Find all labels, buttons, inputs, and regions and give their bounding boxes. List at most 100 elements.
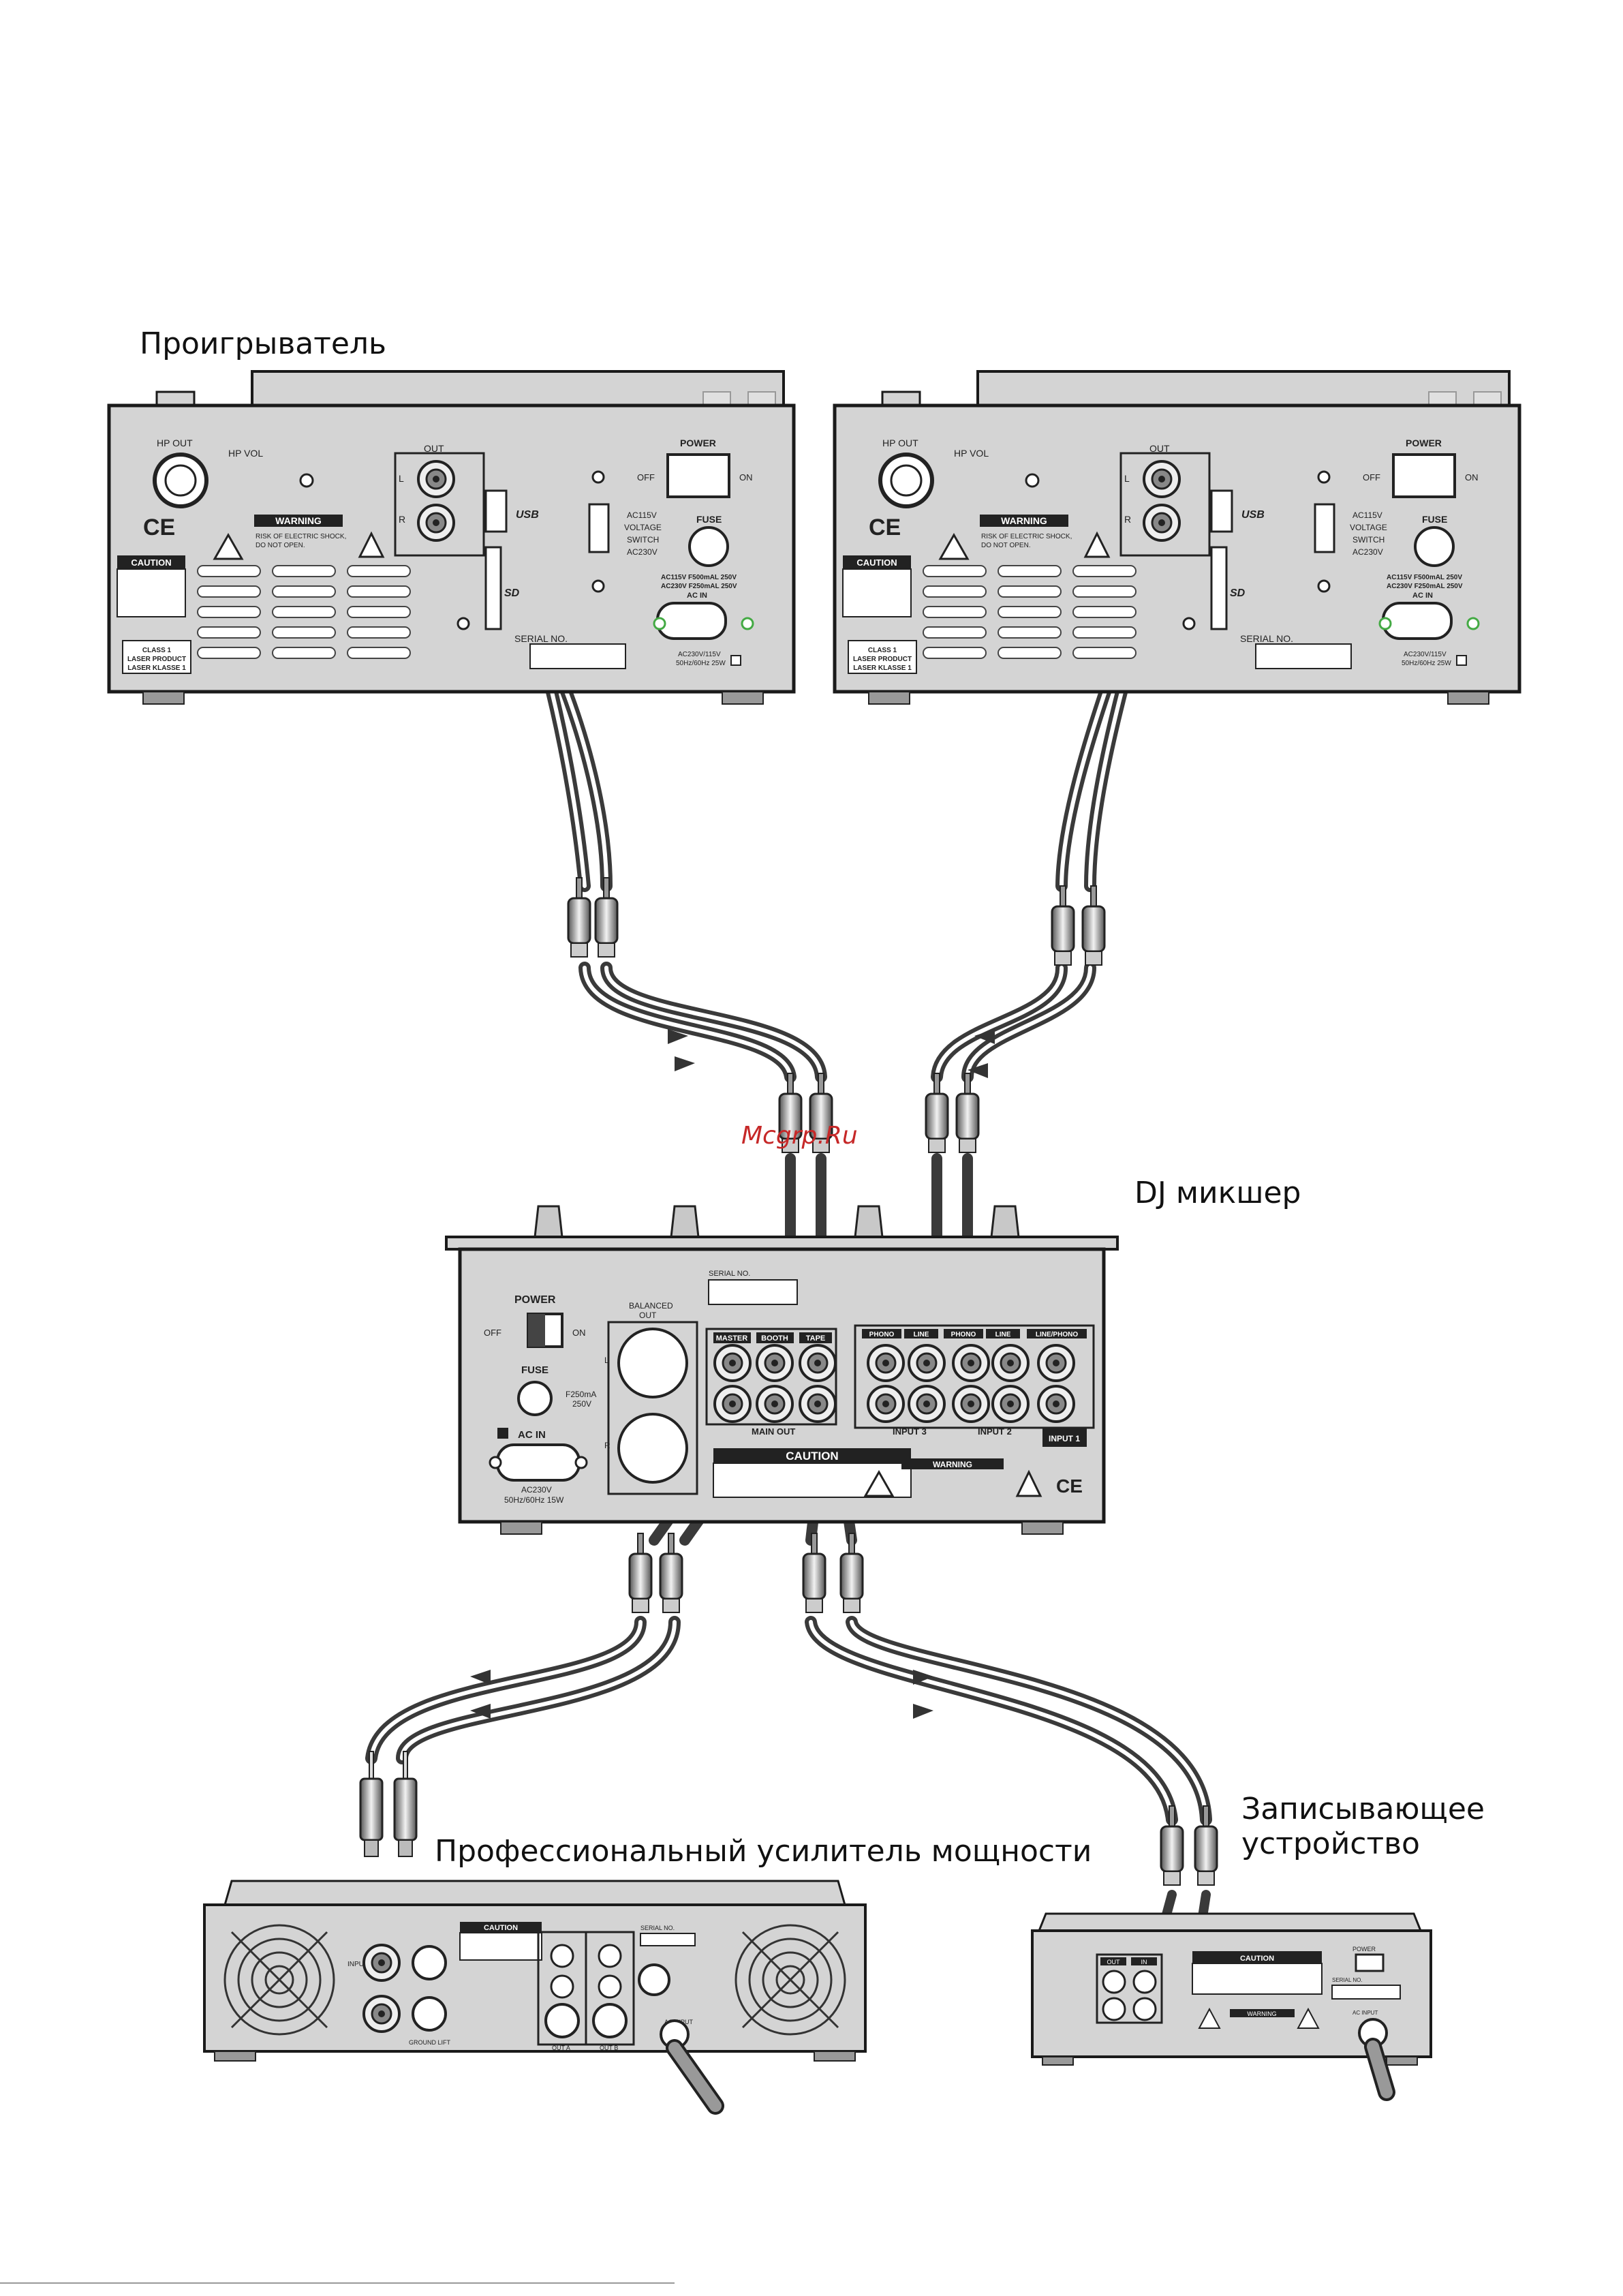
on-label: ON xyxy=(572,1328,586,1338)
power-label: POWER xyxy=(1406,438,1442,448)
r-label: R xyxy=(1124,514,1131,525)
warning-triangle-icon xyxy=(1198,2007,1221,2029)
fuse-spec: AC230V F250mAL 250V xyxy=(1387,583,1463,590)
line-label: LINE xyxy=(995,1331,1011,1338)
l-label: L xyxy=(604,1356,609,1365)
laser-label: LASER PRODUCT xyxy=(853,656,912,663)
ground-label: GROUND LIFT xyxy=(409,2039,451,2046)
flow-arrows xyxy=(470,1029,995,1719)
ac-rating: AC230V xyxy=(521,1485,552,1495)
phono-label: PHONO xyxy=(869,1331,895,1338)
power-switch[interactable] xyxy=(1355,1953,1385,1972)
laser-label: LASER KLASSE 1 xyxy=(853,664,912,672)
serial-label: SERIAL NO. xyxy=(1240,633,1293,644)
shock-triangle-icon xyxy=(358,531,385,558)
arrow-icon xyxy=(470,1670,491,1685)
sd-label: SD xyxy=(504,587,520,599)
laser-label: CLASS 1 xyxy=(868,647,897,654)
off-label: OFF xyxy=(1363,472,1380,483)
laser-label: LASER KLASSE 1 xyxy=(127,664,186,672)
power-label: POWER xyxy=(680,438,716,448)
warning-triangle-icon xyxy=(863,1469,895,1497)
l-label: L xyxy=(399,473,404,484)
voltage-label: AC230V xyxy=(627,547,658,557)
warning-text: RISK OF ELECTRIC SHOCK, xyxy=(256,533,346,540)
input1-label: INPUT 1 xyxy=(1049,1434,1080,1443)
vent-grille xyxy=(197,565,411,659)
l-label: L xyxy=(1124,473,1130,484)
master-label: MASTER xyxy=(716,1334,748,1343)
recorder-caption-line1: Записывающее xyxy=(1241,1792,1485,1826)
caution-label: CAUTION xyxy=(1240,1955,1274,1963)
arrow-icon xyxy=(675,1056,695,1071)
fuse-spec: 250V xyxy=(572,1399,591,1409)
voltage-label: AC230V xyxy=(1352,547,1383,557)
fuse-holder xyxy=(688,526,729,567)
caution-label: CAUTION xyxy=(786,1450,838,1463)
amplifier-caption: Профессиональный усилитель мощности xyxy=(435,1834,1092,1869)
ce-mark: CE xyxy=(1056,1475,1083,1497)
vent-grille xyxy=(923,565,1137,659)
ac-rating: AC230V/115V xyxy=(678,651,721,658)
caution-label: CAUTION xyxy=(856,557,897,568)
balanced-label: OUT xyxy=(639,1311,657,1320)
out-a-label: OUT A xyxy=(552,2045,570,2051)
usb-label: USB xyxy=(1241,509,1265,521)
input3-label: INPUT 3 xyxy=(893,1426,927,1437)
warning-text: RISK OF ELECTRIC SHOCK, xyxy=(981,533,1072,540)
hp-out-label: HP OUT xyxy=(882,438,918,448)
sd-label: SD xyxy=(1230,587,1246,599)
shock-triangle-icon xyxy=(1297,2007,1320,2029)
warning-triangle-icon xyxy=(938,532,970,560)
warning-text: DO NOT OPEN. xyxy=(256,542,305,549)
caution-label: CAUTION xyxy=(131,557,171,568)
r-label: R xyxy=(604,1441,610,1450)
arrow-icon xyxy=(668,1029,688,1044)
off-label: OFF xyxy=(484,1328,501,1338)
power-label: POWER xyxy=(1352,1946,1376,1953)
fuse-label: FUSE xyxy=(1422,514,1447,525)
warning-label: WARNING xyxy=(933,1460,972,1469)
voltage-label: AC115V xyxy=(627,510,657,520)
fuse-spec: AC115V F500mAL 250V xyxy=(661,574,737,581)
xlr-out-l[interactable] xyxy=(617,1328,688,1398)
power-switch[interactable] xyxy=(666,453,730,498)
voltage-label: VOLTAGE xyxy=(624,523,662,532)
off-label: OFF xyxy=(637,472,655,483)
serial-label: SERIAL NO. xyxy=(1332,1977,1363,1983)
voltage-label: VOLTAGE xyxy=(1350,523,1387,532)
fuse-label: FUSE xyxy=(521,1364,548,1376)
laser-label: LASER PRODUCT xyxy=(127,656,186,663)
serial-label: SERIAL NO. xyxy=(640,1925,675,1931)
arrow-icon xyxy=(913,1670,933,1685)
cables xyxy=(365,474,1212,1988)
recording-device: OUT IN CAUTION WARNING POWER SERIAL NO. … xyxy=(1031,1912,1432,2101)
out-b-label: OUT B xyxy=(600,2045,618,2051)
fan-grille-left xyxy=(223,1924,335,2036)
arrow-icon xyxy=(470,1704,491,1719)
fuse-label: FUSE xyxy=(696,514,722,525)
out-label: OUT xyxy=(424,443,444,454)
ac-in-label: AC IN xyxy=(518,1429,546,1441)
hp-out-label: HP OUT xyxy=(157,438,193,448)
fuse-holder xyxy=(1414,526,1455,567)
ce-mark: CE xyxy=(143,515,175,540)
ac-rating: 50Hz/60Hz 15W xyxy=(504,1495,564,1505)
warning-label: WARNING xyxy=(1001,515,1047,526)
player-caption: Проигрыватель xyxy=(140,326,386,361)
hp-vol-label: HP VOL xyxy=(954,448,989,459)
xlr-out-r[interactable] xyxy=(617,1413,688,1484)
arrow-icon xyxy=(974,1029,995,1044)
laser-label: CLASS 1 xyxy=(142,647,172,654)
power-switch[interactable] xyxy=(1392,453,1456,498)
in-label: IN xyxy=(1141,1959,1147,1965)
tape-label: TAPE xyxy=(806,1334,826,1343)
power-label: POWER xyxy=(514,1294,556,1306)
on-label: ON xyxy=(1465,472,1479,483)
serial-label: SERIAL NO. xyxy=(709,1270,750,1278)
input-label: INPUT xyxy=(347,1961,368,1968)
arrow-icon xyxy=(913,1704,933,1719)
line-phono-label: LINE/PHONO xyxy=(1036,1331,1078,1338)
main-out-label: MAIN OUT xyxy=(752,1426,795,1437)
